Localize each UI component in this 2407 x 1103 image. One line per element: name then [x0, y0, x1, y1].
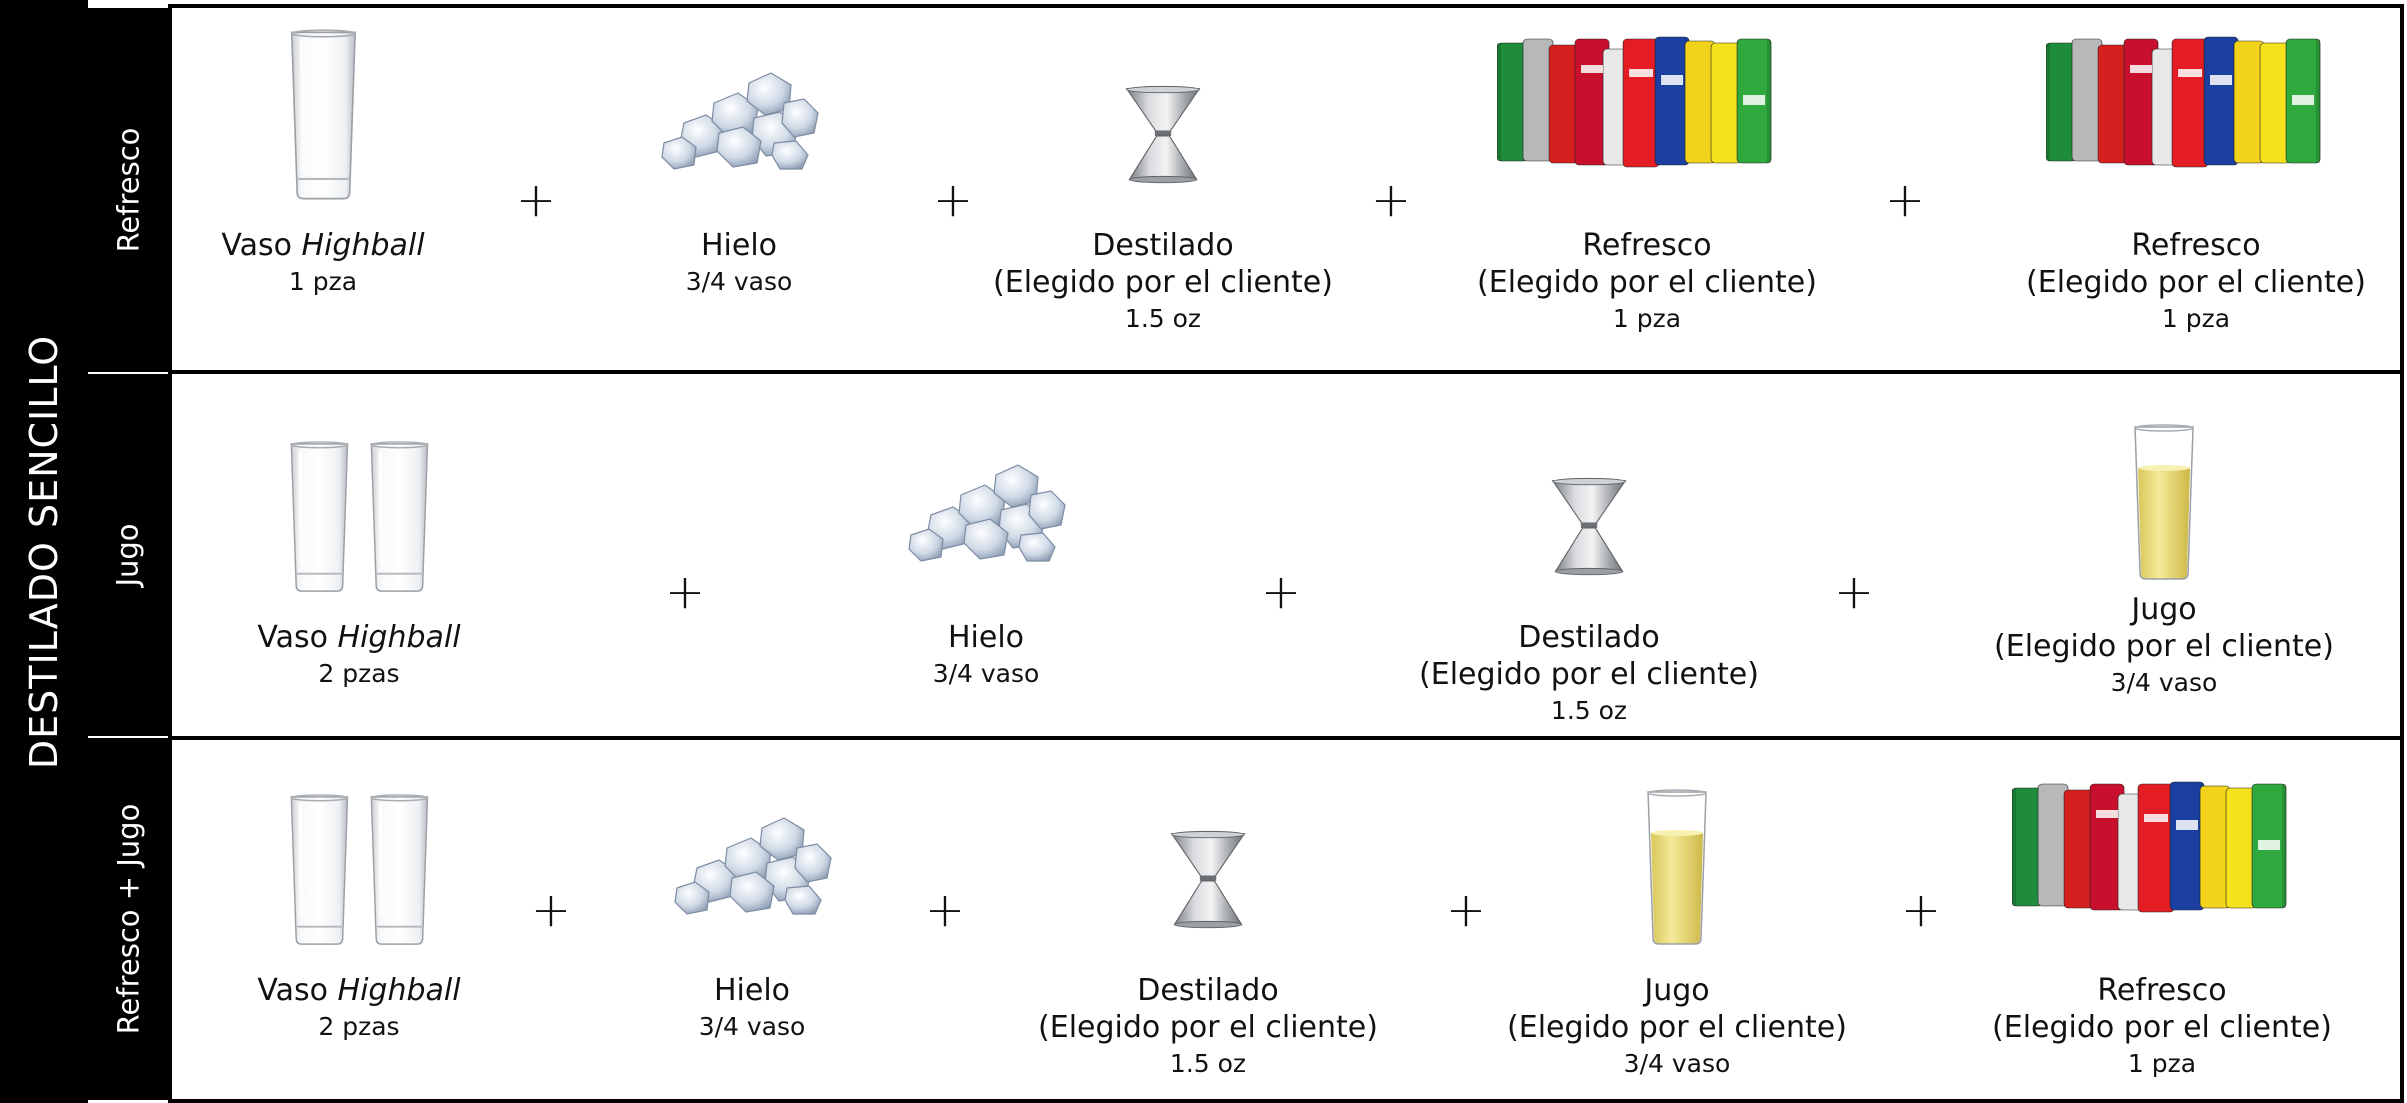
- ingredient-quantity: 3/4 vaso: [698, 1012, 806, 1041]
- row-label-refresco: Refresco: [88, 8, 168, 372]
- ingredient-destilado: Destilado (Elegido por el cliente) 1.5 o…: [993, 28, 1333, 337]
- ingredient-hielo: Hielo 3/4 vaso: [901, 420, 1071, 692]
- plus-sign: +: [1900, 882, 1942, 938]
- ingredient-quantity: 1 pza: [2161, 304, 2231, 333]
- plus-sign: +: [1260, 564, 1302, 620]
- ingredient-destilado: Destilado (Elegido por el cliente) 1.5 o…: [1038, 773, 1378, 1082]
- ingredient-title: Destilado: [1092, 228, 1234, 263]
- ingredient-quantity: 3/4 vaso: [1623, 1049, 1731, 1078]
- row-label-text: Refresco + Jugo: [111, 803, 146, 1035]
- row-label-text: Refresco: [111, 127, 146, 253]
- highball-glass-icon: [221, 28, 424, 203]
- two-highball-glasses-icon: [257, 420, 460, 595]
- row-label-jugo: Jugo: [88, 374, 168, 736]
- ingredient-title: Hielo: [713, 973, 791, 1008]
- ingredient-subtitle: (Elegido por el cliente): [1477, 265, 1817, 300]
- ingredient-jugo: Jugo (Elegido por el cliente) 3/4 vaso: [1994, 408, 2334, 701]
- plus-sign: +: [1884, 172, 1926, 228]
- ingredient-quantity: 1.5 oz: [1550, 696, 1628, 725]
- ingredient-subtitle: (Elegido por el cliente): [1507, 1010, 1847, 1045]
- ingredient-subtitle: (Elegido por el cliente): [1038, 1010, 1378, 1045]
- jigger-icon: [1038, 773, 1378, 948]
- ingredient-title: Hielo: [700, 228, 778, 263]
- ingredient-vaso-highball: Vaso Highball 2 pzas: [257, 773, 461, 1045]
- ingredient-quantity: 1 pza: [1612, 304, 1682, 333]
- plus-sign: +: [932, 172, 974, 228]
- ingredient-subtitle: (Elegido por el cliente): [2026, 265, 2366, 300]
- ingredient-quantity: 2 pzas: [318, 1012, 400, 1041]
- row-label-divider: [88, 736, 168, 738]
- soda-cans-icon: [2026, 28, 2366, 203]
- ingredient-destilado: Destilado (Elegido por el cliente) 1.5 o…: [1419, 420, 1759, 729]
- soda-cans-icon: [1992, 773, 2332, 948]
- jigger-icon: [993, 28, 1333, 203]
- recipe-row-jugo: [168, 370, 2404, 740]
- ingredient-title: Vaso: [221, 228, 292, 263]
- ingredient-title: Destilado: [1518, 620, 1660, 655]
- plus-sign: +: [924, 882, 966, 938]
- ingredient-title-italic: Highball: [301, 228, 425, 263]
- ingredient-quantity: 1 pza: [2127, 1049, 2197, 1078]
- ingredient-title: Refresco: [2131, 228, 2261, 263]
- ingredient-jugo: Jugo (Elegido por el cliente) 3/4 vaso: [1507, 773, 1847, 1082]
- ingredient-refresco: Refresco (Elegido por el cliente) 1 pza: [2026, 28, 2366, 337]
- ingredient-title: Destilado: [1137, 973, 1279, 1008]
- plus-sign: +: [1370, 172, 1412, 228]
- ingredient-title: Jugo: [1644, 973, 1710, 1008]
- ingredient-subtitle: (Elegido por el cliente): [1992, 1010, 2332, 1045]
- plus-sign: +: [664, 564, 706, 620]
- ingredient-quantity: 1.5 oz: [1169, 1049, 1247, 1078]
- plus-sign: +: [1445, 882, 1487, 938]
- ingredient-hielo: Hielo 3/4 vaso: [654, 28, 824, 300]
- ice-icon: [667, 773, 837, 948]
- two-highball-glasses-icon: [257, 773, 460, 948]
- ingredient-quantity: 3/4 vaso: [2110, 668, 2218, 697]
- plus-sign: +: [530, 882, 572, 938]
- ingredient-vaso-highball: Vaso Highball 2 pzas: [257, 420, 461, 692]
- ingredient-title: Jugo: [2131, 592, 2197, 627]
- plus-sign: +: [1833, 564, 1875, 620]
- ingredient-quantity: 3/4 vaso: [685, 267, 793, 296]
- main-category-label: DESTILADO SENCILLO: [0, 0, 88, 1103]
- ice-icon: [901, 420, 1071, 595]
- row-label-divider: [88, 372, 168, 374]
- ingredient-quantity: 2 pzas: [318, 659, 400, 688]
- ice-icon: [654, 28, 824, 203]
- ingredient-refresco: Refresco (Elegido por el cliente) 1 pza: [1477, 28, 1817, 337]
- ingredient-quantity: 1.5 oz: [1124, 304, 1202, 333]
- ingredient-hielo: Hielo 3/4 vaso: [667, 773, 837, 1045]
- ingredient-title: Refresco: [2097, 973, 2227, 1008]
- ingredient-subtitle: (Elegido por el cliente): [1419, 657, 1759, 692]
- ingredient-title: Refresco: [1582, 228, 1712, 263]
- ingredient-quantity: 3/4 vaso: [932, 659, 1040, 688]
- ingredient-title-italic: Highball: [337, 620, 461, 655]
- plus-sign: +: [515, 172, 557, 228]
- juice-glass-icon: [1994, 408, 2334, 583]
- ingredient-title: Hielo: [947, 620, 1025, 655]
- ingredient-refresco: Refresco (Elegido por el cliente) 1 pza: [1992, 773, 2332, 1082]
- jigger-icon: [1419, 420, 1759, 595]
- soda-cans-icon: [1477, 28, 1817, 203]
- ingredient-quantity: 1 pza: [288, 267, 358, 296]
- ingredient-title-italic: Highball: [337, 973, 461, 1008]
- main-category-text: DESTILADO SENCILLO: [22, 334, 67, 769]
- ingredient-vaso-highball: Vaso Highball 1 pza: [221, 28, 425, 300]
- ingredient-subtitle: (Elegido por el cliente): [993, 265, 1333, 300]
- row-label-text: Jugo: [111, 523, 145, 587]
- ingredient-title: Vaso: [257, 620, 328, 655]
- ingredient-subtitle: (Elegido por el cliente): [1994, 629, 2334, 664]
- row-label-refresco-jugo: Refresco + Jugo: [88, 738, 168, 1100]
- juice-glass-icon: [1507, 773, 1847, 948]
- ingredient-title: Vaso: [257, 973, 328, 1008]
